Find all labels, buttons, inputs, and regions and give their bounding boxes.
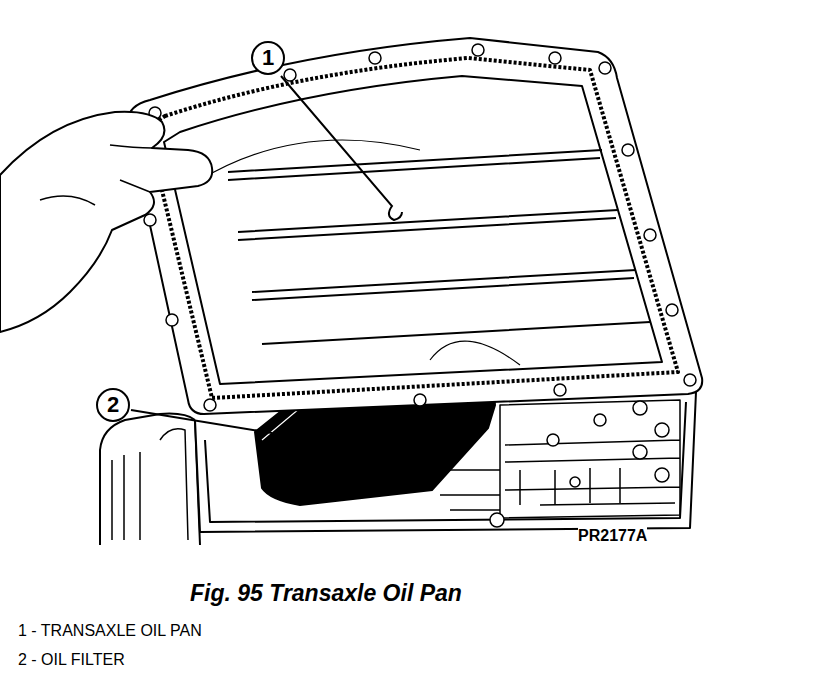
callout-number: 2 [107, 394, 119, 416]
bolt-hole [684, 374, 696, 386]
bolt-hole [472, 44, 484, 56]
callout-circle: 2 [96, 388, 130, 422]
bolt-hole [599, 62, 611, 74]
case-ribs [112, 429, 188, 540]
callout-circle: 1 [251, 41, 285, 75]
bolt-hole [644, 229, 656, 241]
bolt-hole [369, 52, 381, 64]
bolt [633, 445, 647, 459]
bolt [570, 477, 580, 487]
bolt [655, 423, 669, 437]
leader-line [281, 76, 402, 220]
pan-bolt-holes [144, 44, 696, 411]
pan-flange [128, 38, 702, 414]
bolt [655, 468, 669, 482]
bolt [633, 401, 647, 415]
valve-body-bolts [490, 401, 669, 527]
pan-wall [164, 76, 662, 384]
figure-code: PR2177A [578, 527, 647, 545]
bolt-hole [144, 214, 156, 226]
leader-lines [131, 76, 402, 433]
bolt-hole [414, 394, 426, 406]
figure-caption: Fig. 95 Transaxle Oil Pan [190, 580, 462, 606]
callout-number: 1 [262, 47, 274, 69]
bolt-hole [284, 69, 296, 81]
bolt [490, 513, 504, 527]
bolt [547, 434, 559, 446]
case-left-housing [100, 414, 200, 545]
hand [0, 112, 212, 332]
leader-line [131, 410, 272, 433]
hand-fingers [40, 145, 152, 205]
legend-key-text: 2 - OIL FILTER [18, 651, 125, 669]
transaxle-oil-pan [128, 38, 702, 414]
hand-outline [0, 112, 212, 332]
pan-ribs [228, 150, 650, 344]
pan-gasket [147, 58, 678, 398]
bolt-hole [204, 399, 216, 411]
bolt-hole [622, 144, 634, 156]
bolt-hole [554, 384, 566, 396]
bolt [594, 414, 606, 426]
valve-body-parts [430, 468, 620, 510]
bolt-hole [166, 314, 178, 326]
bolt-hole [549, 52, 561, 64]
bolt-hole [666, 304, 678, 316]
legend-key-text: 1 - TRANSAXLE OIL PAN [18, 622, 202, 640]
